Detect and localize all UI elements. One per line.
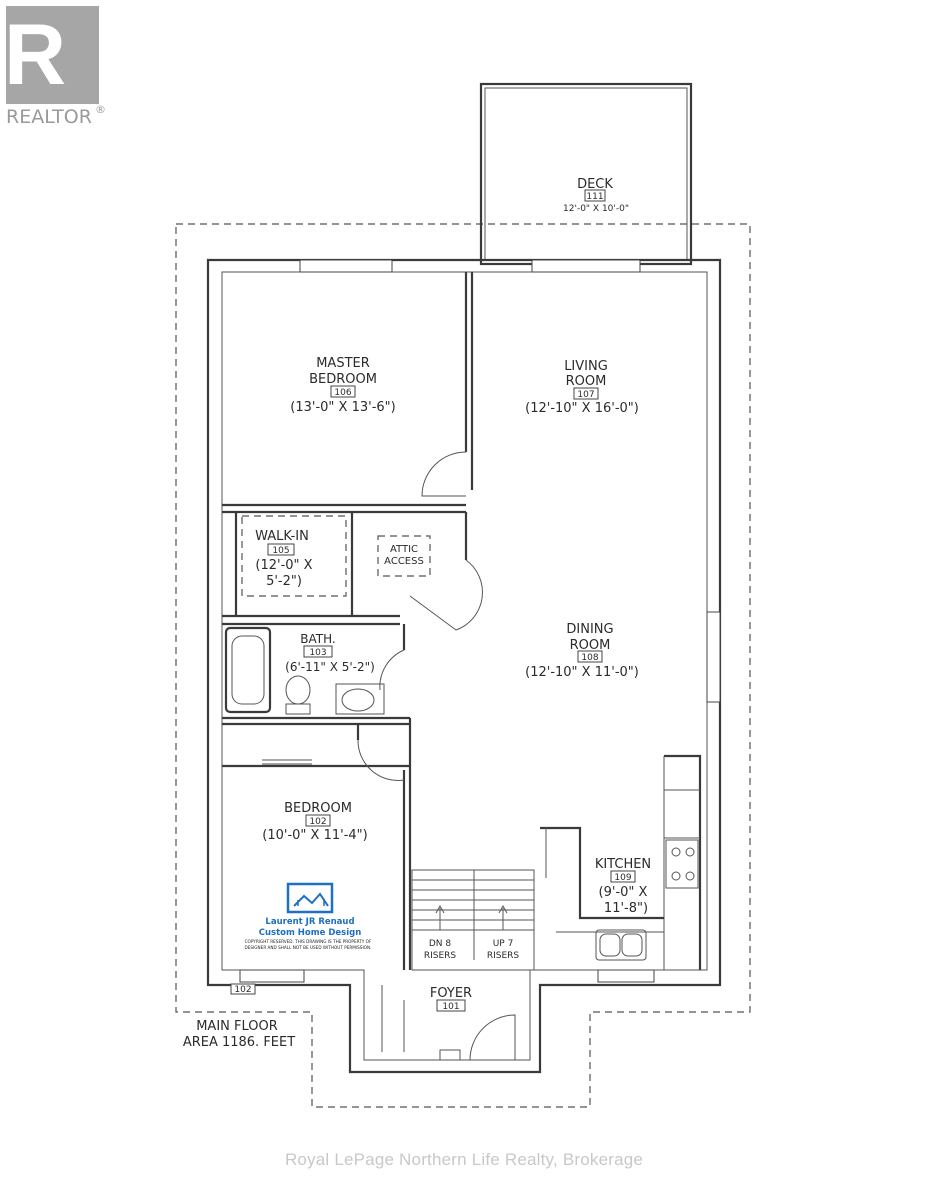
master-bedroom-size: (13'-0" X 13'-6") [290, 400, 395, 415]
dining-room-size: (12'-10" X 11'-0") [525, 665, 639, 680]
stair-down-2: RISERS [424, 951, 457, 961]
bath-name: BATH. [300, 632, 335, 646]
deck-frame [479, 82, 693, 266]
deck-number: 111 [586, 192, 603, 202]
realtor-logo-text: REALTOR [6, 106, 92, 128]
attic-line-2: ACCESS [384, 556, 424, 567]
master-bedroom-label: MASTER BEDROOM 106 (13'-0" X 13'-6") [290, 356, 395, 415]
door-swings [357, 451, 516, 1061]
bath-fixtures [224, 626, 385, 715]
closet-doors [262, 759, 312, 765]
master-bedroom-name-1: MASTER [316, 356, 370, 371]
brokerage-watermark: Royal LePage Northern Life Realty, Broke… [284, 1150, 644, 1169]
bedroom-name: BEDROOM [284, 801, 352, 816]
wall-tag: 102 [230, 983, 256, 995]
staircase [411, 869, 535, 971]
deck-label: DECK 111 12'-0" X 10'-0" [563, 177, 629, 214]
dining-room-number: 108 [581, 653, 598, 663]
walk-in-name: WALK-IN [255, 529, 309, 544]
stair-up-1: UP 7 [493, 939, 514, 949]
stair-labels: DN 8 RISERS UP 7 RISERS [424, 939, 520, 961]
designer-stamp: Laurent JR Renaud Custom Home Design COP… [245, 882, 372, 950]
realtor-logo: R REALTOR ® [4, 6, 106, 128]
wall-tag-number: 102 [234, 985, 251, 995]
floor-area-note: MAIN FLOOR AREA 1186. FEET [183, 1019, 295, 1050]
living-room-size: (12'-10" X 16'-0") [525, 401, 639, 416]
bath-number: 103 [309, 648, 326, 658]
copyright-line-1: COPYRIGHT RESERVED. THIS DRAWING IS THE … [245, 939, 372, 944]
stair-up-2: RISERS [487, 951, 520, 961]
kitchen-label: KITCHEN 109 (9'-0" X 11'-8") [595, 857, 651, 916]
foyer-label: FOYER 101 [430, 986, 472, 1012]
designer-name-1: Laurent JR Renaud [265, 917, 354, 927]
walk-in-size-1: (12'-0" X [255, 558, 312, 573]
walk-in-size-2: 5'-2") [266, 574, 302, 589]
attic-access-hatch [377, 535, 431, 577]
stair-down-1: DN 8 [429, 939, 452, 949]
windows [239, 259, 721, 983]
attic-line-1: ATTIC [390, 544, 418, 555]
copyright-line-2: DESIGNER AND SHALL NOT BE USED WITHOUT P… [245, 945, 372, 950]
foyer-closet [381, 985, 461, 1061]
bedroom-size: (10'-0" X 11'-4") [262, 828, 367, 843]
deck-size: 12'-0" X 10'-0" [563, 204, 629, 214]
living-room-number: 107 [577, 390, 594, 400]
living-room-name-1: LIVING [564, 359, 608, 374]
walk-in-number: 105 [272, 546, 289, 556]
floor-area-line-1: MAIN FLOOR [196, 1019, 278, 1034]
walk-in-shelving [241, 515, 347, 597]
floor-area-line-2: AREA 1186. FEET [183, 1035, 295, 1050]
dining-room-label: DINING ROOM 108 (12'-10" X 11'-0") [525, 622, 639, 680]
dining-room-name-1: DINING [566, 622, 613, 637]
interior-walls [222, 272, 474, 970]
walk-in-label: WALK-IN 105 (12'-0" X 5'-2") [255, 529, 313, 589]
deck-name: DECK [577, 177, 613, 192]
designer-name-2: Custom Home Design [259, 928, 362, 938]
kitchen-size-2: 11'-8") [604, 901, 648, 916]
kitchen-size-1: (9'-0" X [599, 885, 648, 900]
living-room-label: LIVING ROOM 107 (12'-10" X 16'-0") [525, 359, 639, 416]
bath-size: (6'-11" X 5'-2") [285, 660, 375, 674]
foyer-number: 101 [442, 1002, 459, 1012]
kitchen-number: 109 [614, 873, 631, 883]
bedroom-number: 102 [309, 817, 326, 827]
master-bedroom-name-2: BEDROOM [309, 372, 377, 387]
bedroom-label: BEDROOM 102 (10'-0" X 11'-4") [262, 801, 367, 843]
attic-access-label: ATTIC ACCESS [384, 544, 424, 567]
living-room-name-2: ROOM [566, 374, 607, 389]
roof-outline [175, 223, 751, 1108]
dining-room-name-2: ROOM [570, 638, 611, 653]
svg-text:R: R [4, 7, 66, 103]
registered-mark: ® [95, 103, 106, 116]
master-bedroom-number: 106 [334, 388, 351, 398]
kitchen-counters [540, 754, 702, 970]
foyer-name: FOYER [430, 986, 472, 1001]
bath-label: BATH. 103 (6'-11" X 5'-2") [285, 632, 375, 674]
kitchen-name: KITCHEN [595, 857, 651, 872]
